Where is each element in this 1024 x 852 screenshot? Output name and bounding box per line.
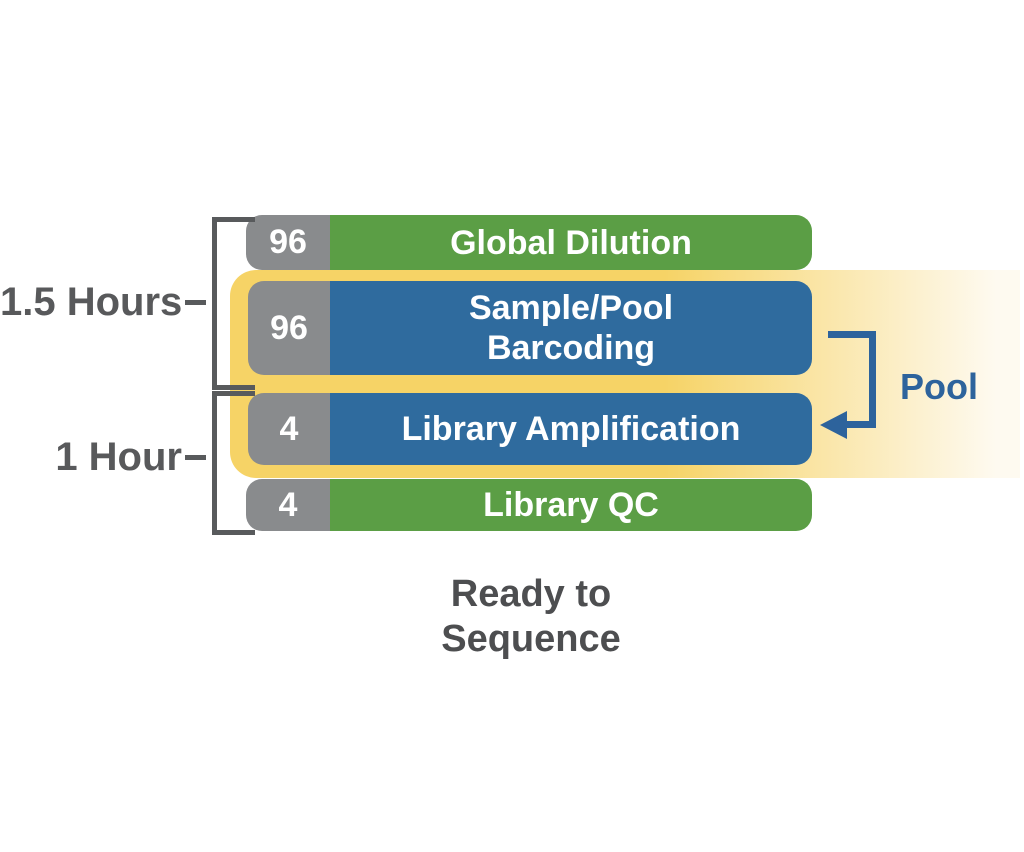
step-bar-library-amplification: Library Amplification [330,393,812,465]
count-library-qc: 4 [278,485,298,524]
count-library-amplification: 4 [279,409,299,448]
pool-arrow-bottom-segment [846,421,876,428]
step-bar-library-qc: Library QC [330,479,812,531]
time-tick-1-5-hours [185,300,206,305]
bracket-1-5-hours [212,217,255,390]
count-global-dilution: 96 [269,223,307,261]
count-badge-sample-pool-barcoding: 96 [248,281,330,375]
label-library-amplification: Library Amplification [401,410,741,448]
pool-arrowhead-icon [820,411,847,439]
ready-to-sequence-line2: Sequence [441,618,621,660]
step-bar-sample-pool-barcoding: Sample/Pool Barcoding [330,281,812,375]
count-badge-library-qc: 4 [246,479,330,531]
count-sample-pool-barcoding: 96 [270,308,308,347]
label-sample-pool-barcoding-line2: Barcoding [486,329,656,367]
label-sample-pool-barcoding-line1: Sample/Pool [468,289,674,327]
bracket-1-hour [212,391,255,535]
ready-to-sequence-line1: Ready to [450,573,612,615]
time-label-1-5-hours: 1.5 Hours [0,280,183,324]
label-global-dilution: Global Dilution [450,223,692,262]
step-bar-global-dilution: Global Dilution [330,215,812,270]
count-badge-library-amplification: 4 [248,393,330,465]
count-badge-global-dilution: 96 [246,215,330,270]
time-tick-1-hour [185,455,206,460]
pool-arrow-top-segment [828,331,876,338]
ready-to-sequence-label: Ready to Sequence [381,572,681,662]
label-library-qc: Library QC [483,486,659,524]
pool-label: Pool [900,366,978,407]
pool-arrow-vertical-segment [869,331,876,428]
time-label-1-hour: 1 Hour [55,435,182,479]
